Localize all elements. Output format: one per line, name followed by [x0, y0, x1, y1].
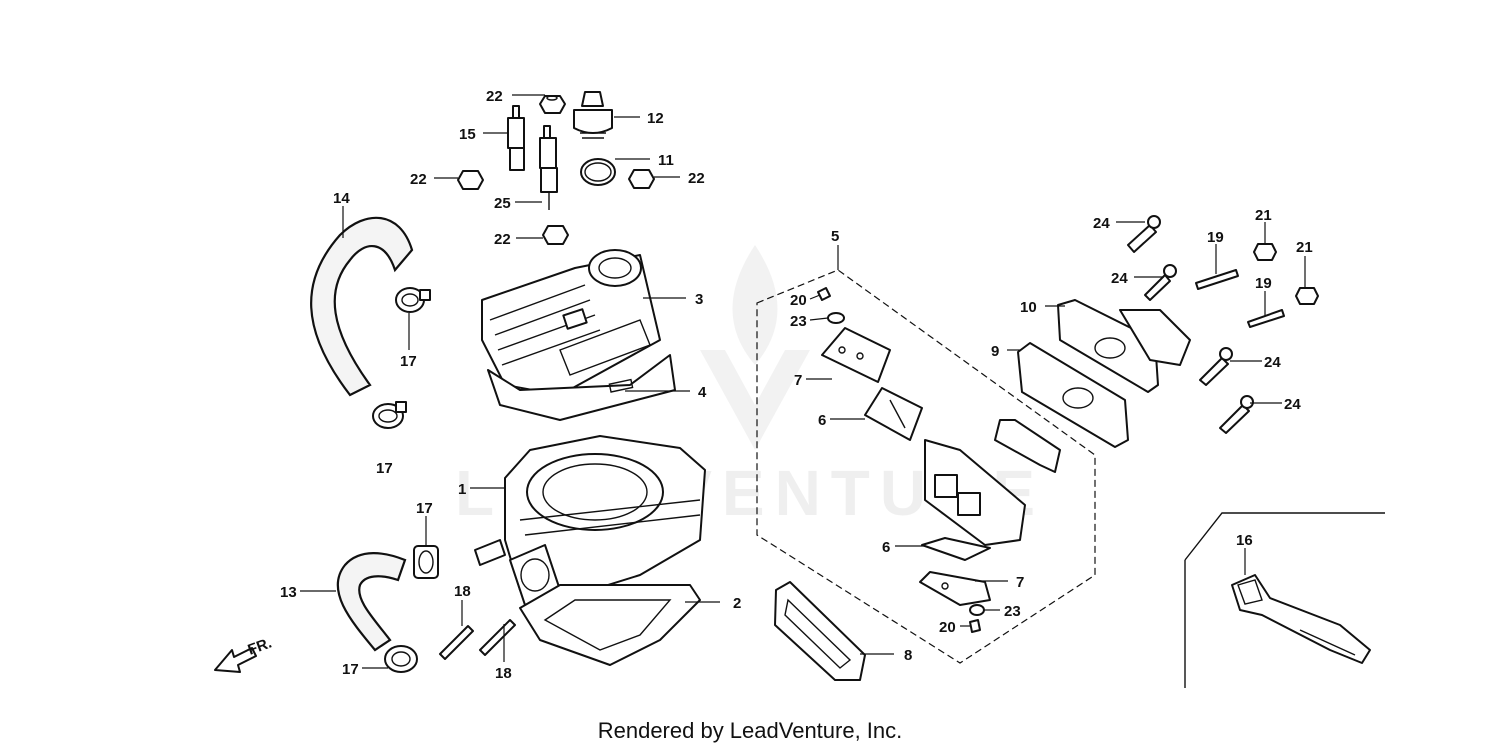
- part-23-washer-a: [827, 312, 845, 324]
- part-1-cylinder: [474, 435, 706, 606]
- callout-23: 23: [790, 313, 807, 330]
- callout-19: 19: [1207, 229, 1224, 246]
- callout-22: 22: [688, 170, 705, 187]
- callout-20: 20: [790, 292, 807, 309]
- part-22-nut-top: [539, 95, 566, 114]
- callout-17: 17: [342, 661, 359, 678]
- callout-8: 8: [904, 647, 912, 664]
- leader-lines: [300, 94, 1306, 669]
- tool-inset-frame: [1184, 512, 1385, 688]
- part-23-washer-b: [969, 604, 985, 616]
- part-24-bolt-a: [1127, 215, 1161, 253]
- part-reed-spacer: [994, 419, 1061, 473]
- callout-22: 22: [410, 171, 427, 188]
- callout-7: 7: [794, 372, 802, 389]
- part-24-bolt-b: [1144, 264, 1177, 301]
- part-17-clamp-a: [395, 287, 431, 313]
- part-19-stud-a: [1195, 269, 1239, 290]
- callout-12: 12: [647, 110, 664, 127]
- callout-24: 24: [1264, 354, 1281, 371]
- callout-10: 10: [1020, 299, 1037, 316]
- part-3-cylinder-head: [481, 249, 661, 396]
- part-21-nut-b: [1295, 287, 1319, 305]
- reed-group-outline: [756, 269, 1096, 664]
- callout-18: 18: [495, 665, 512, 682]
- direction-label: FR.: [246, 635, 275, 659]
- callout-1: 1: [458, 481, 466, 498]
- callout-25: 25: [494, 195, 511, 212]
- callout-2: 2: [733, 595, 741, 612]
- part-17-clamp-c: [413, 545, 439, 579]
- callout-17: 17: [376, 460, 393, 477]
- part-22-nut-lower: [542, 225, 569, 245]
- callout-16: 16: [1236, 532, 1253, 549]
- part-20-screw-b: [969, 619, 981, 633]
- part-8-gasket: [774, 581, 866, 681]
- callout-24: 24: [1284, 396, 1301, 413]
- callout-24: 24: [1093, 215, 1110, 232]
- part-10-manifold: [1057, 299, 1191, 393]
- part-18-stud-a: [439, 625, 474, 660]
- part-25-spark-plug: [539, 125, 558, 210]
- part-21-nut-a: [1253, 243, 1277, 261]
- callout-22: 22: [494, 231, 511, 248]
- part-13-hose: [336, 552, 407, 652]
- callout-18: 18: [454, 583, 471, 600]
- part-17-clamp-b: [372, 401, 407, 429]
- callout-21: 21: [1255, 207, 1272, 224]
- callout-20: 20: [939, 619, 956, 636]
- callout-22: 22: [486, 88, 503, 105]
- callout-19: 19: [1255, 275, 1272, 292]
- callouts: 22 12 15 11 22 22 25 22 14 3 17 4 17 1 1…: [280, 88, 1313, 682]
- part-6-reed-b: [921, 537, 991, 561]
- callout-17: 17: [400, 353, 417, 370]
- callout-6: 6: [818, 412, 826, 429]
- part-15-spark-plug: [507, 105, 525, 171]
- credit-text: Rendered by LeadVenture, Inc.: [598, 718, 903, 743]
- callout-14: 14: [333, 190, 350, 207]
- part-22-nut-left: [457, 170, 484, 190]
- part-16-wrench: [1231, 574, 1371, 664]
- part-11-o-ring: [580, 158, 616, 186]
- callout-13: 13: [280, 584, 297, 601]
- part-4-head-gasket: [487, 354, 676, 421]
- callout-9: 9: [991, 343, 999, 360]
- callout-24: 24: [1111, 270, 1128, 287]
- callout-4: 4: [698, 384, 707, 401]
- part-12-fitting: [573, 91, 613, 139]
- callout-6: 6: [882, 539, 890, 556]
- part-17-clamp-d: [384, 645, 418, 673]
- callout-3: 3: [695, 291, 703, 308]
- callout-23: 23: [1004, 603, 1021, 620]
- part-2-base-gasket: [519, 584, 701, 666]
- part-24-bolt-d: [1219, 395, 1254, 434]
- part-7-reed-stopper-a: [821, 327, 891, 383]
- callout-17: 17: [416, 500, 433, 517]
- callout-21: 21: [1296, 239, 1313, 256]
- callout-5: 5: [831, 228, 839, 245]
- front-direction-arrow: FR.: [214, 635, 275, 673]
- part-6-reed-a: [864, 387, 923, 441]
- part-24-bolt-c: [1199, 347, 1233, 386]
- part-19-stud-b: [1247, 309, 1285, 328]
- part-14-hose: [310, 216, 414, 397]
- part-18-stud-b: [479, 619, 516, 656]
- part-22-nut-right: [628, 169, 655, 189]
- callout-11: 11: [658, 152, 674, 169]
- part-7-reed-stopper-b: [919, 571, 991, 606]
- part-20-screw-a: [817, 287, 831, 301]
- callout-15: 15: [459, 126, 476, 143]
- part-reed-block: [924, 439, 1026, 546]
- callout-7: 7: [1016, 574, 1024, 591]
- part-9-gasket: [1017, 342, 1129, 448]
